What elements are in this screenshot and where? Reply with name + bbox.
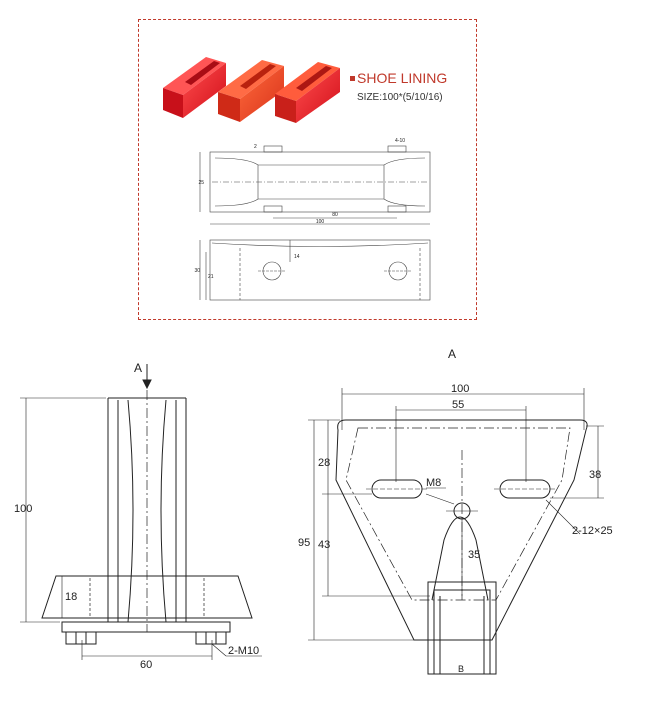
view-a-slot-spacing: 55 <box>452 399 464 411</box>
front-arrow-label: A <box>134 361 142 375</box>
card-dim-left-outer: 30 <box>194 268 200 274</box>
view-a-dim-38: 38 <box>589 469 601 481</box>
card-dim-inner: 80 <box>332 212 338 218</box>
front-bolt-spacing: 60 <box>140 659 152 671</box>
lining-block-3 <box>275 62 340 123</box>
card-dim-top-small: 2 <box>254 144 257 150</box>
card-dim-hole: 14 <box>294 254 300 260</box>
front-height-dim: 100 <box>14 503 32 515</box>
lining-block-2 <box>218 60 284 122</box>
view-a-slot-label: 2-12×25 <box>572 525 613 537</box>
view-a-dim-28: 28 <box>318 457 330 469</box>
shoe-lining-photo <box>163 57 340 123</box>
card-top-view <box>199 145 431 225</box>
product-title: SHOE LINING <box>357 70 448 86</box>
view-a <box>308 388 604 675</box>
product-size: SIZE:100*(5/10/16) <box>357 92 443 103</box>
lining-block-1 <box>163 57 226 118</box>
card-side-view <box>199 239 431 301</box>
card-dim-top-right: 4-10 <box>395 138 405 144</box>
card-dim-total: 100 <box>316 219 325 225</box>
front-view <box>20 364 262 660</box>
view-a-thread-label: M8 <box>426 477 441 489</box>
view-a-dim-95: 95 <box>298 537 310 549</box>
view-a-dim-43: 43 <box>318 539 330 551</box>
view-a-dim-35: 35 <box>468 549 480 561</box>
view-a-bottom-label: B <box>458 664 464 674</box>
view-a-title: A <box>448 347 456 361</box>
view-a-width-dim: 100 <box>451 383 469 395</box>
title-bullet <box>350 76 355 81</box>
front-flange-dim: 18 <box>65 591 77 603</box>
card-dim-left-inner: 21 <box>208 274 214 280</box>
card-dim-left: 25 <box>198 180 204 186</box>
front-bolt-label: 2-M10 <box>228 645 259 657</box>
